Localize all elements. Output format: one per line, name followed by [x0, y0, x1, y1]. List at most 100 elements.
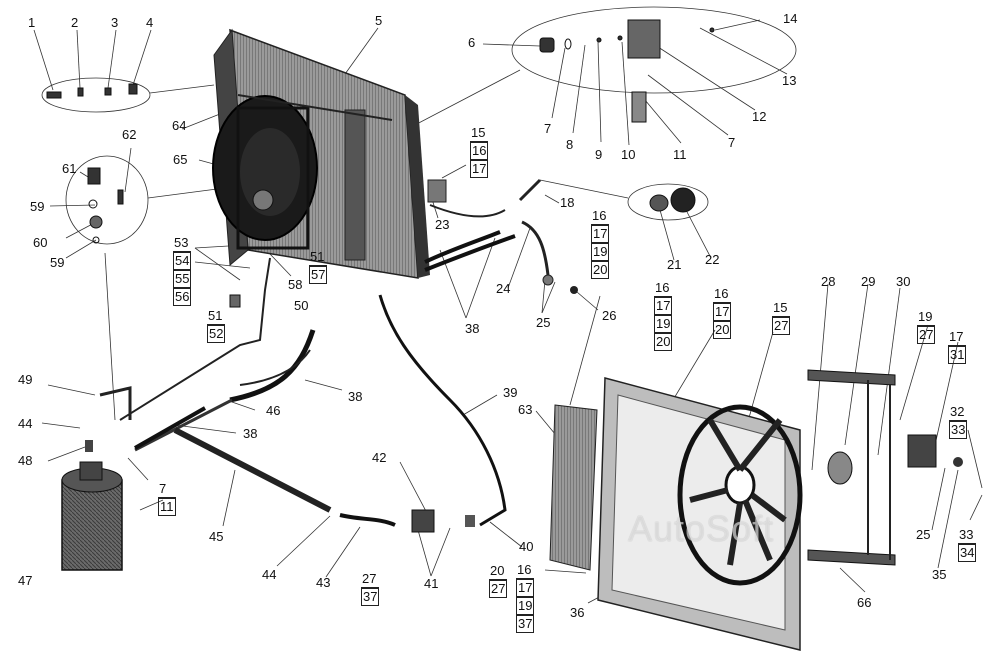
callout-11: 11 — [673, 147, 687, 162]
stack-item: 33 — [958, 527, 977, 544]
stack-32-33: 32 33 — [949, 404, 968, 439]
callout-38-upper: 38 — [465, 321, 480, 336]
callout-5: 5 — [375, 13, 383, 28]
callout-62: 62 — [122, 127, 137, 142]
stack-item: 16 — [591, 208, 610, 225]
stack-item: 27 — [361, 571, 380, 588]
stack-16-17-19-37: 16 17 19 37 — [516, 562, 535, 633]
stack-15-16-17-top: 15 16 17 — [470, 125, 489, 178]
stack-item: 16 — [516, 562, 535, 579]
stack-item: 17 — [591, 225, 610, 243]
callout-40: 40 — [519, 539, 534, 554]
callout-65: 65 — [173, 152, 188, 167]
small-parts — [46, 19, 715, 308]
callout-66: 66 — [857, 595, 872, 610]
callout-59-upper: 59 — [30, 199, 45, 214]
stack-item: 19 — [917, 309, 936, 326]
callout-23: 23 — [435, 217, 450, 232]
callout-38-mid: 38 — [348, 389, 363, 404]
stack-51-57: 51 57 — [309, 249, 328, 284]
stack-item: 31 — [948, 346, 967, 364]
stack-item: 33 — [949, 421, 968, 439]
callout-41: 41 — [424, 576, 439, 591]
stack-20-27: 20 27 — [489, 563, 508, 598]
stack-item: 16 — [470, 142, 489, 160]
callout-25-upper: 25 — [536, 315, 551, 330]
stack-item: 32 — [949, 404, 968, 421]
callout-58: 58 — [288, 277, 303, 292]
callout-61: 61 — [62, 161, 77, 176]
stack-item: 56 — [173, 288, 192, 306]
stack-7-11: 7 11 — [158, 481, 176, 516]
stack-item: 34 — [958, 544, 977, 562]
callout-47: 47 — [18, 573, 33, 588]
callout-6: 6 — [468, 35, 476, 50]
hoses-and-tank — [61, 257, 507, 571]
stack-item: 17 — [713, 303, 732, 321]
stack-16-17-19-20-top: 16 17 19 20 — [591, 208, 610, 279]
callout-8: 8 — [566, 137, 574, 152]
callout-2: 2 — [71, 15, 79, 30]
stack-item: 51 — [309, 249, 328, 266]
stack-item: 19 — [516, 597, 535, 615]
stack-item: 16 — [713, 286, 732, 303]
leader-lines — [33, 6, 983, 604]
stack-17-31: 17 31 — [948, 329, 967, 364]
watermark: AutoSoft — [628, 508, 775, 549]
stack-item: 37 — [361, 588, 380, 606]
callout-35: 35 — [932, 567, 947, 582]
callout-45: 45 — [209, 529, 224, 544]
callout-59-lower: 59 — [50, 255, 65, 270]
callout-25-lower: 25 — [916, 527, 931, 542]
stack-item: 20 — [489, 563, 508, 580]
stack-16-17-19-20-mid: 16 17 19 20 — [654, 280, 673, 351]
callout-9: 9 — [595, 147, 603, 162]
stack-item: 51 — [207, 308, 226, 325]
stack-item: 57 — [309, 266, 328, 284]
stack-16-17-20: 16 17 20 — [713, 286, 732, 339]
stack-item: 55 — [173, 270, 192, 288]
stack-item: 17 — [516, 579, 535, 597]
stack-53-54-55-56: 53 54 55 56 — [173, 235, 192, 306]
callout-18: 18 — [560, 195, 575, 210]
callout-28: 28 — [821, 274, 836, 289]
stack-19-27: 19 27 — [917, 309, 936, 344]
stack-item: 11 — [158, 498, 176, 516]
callout-13: 13 — [782, 73, 797, 88]
callout-30: 30 — [896, 274, 911, 289]
callout-29: 29 — [861, 274, 876, 289]
stack-item: 53 — [173, 235, 192, 252]
stack-15-27: 15 27 — [772, 300, 791, 335]
stack-item: 27 — [917, 326, 936, 344]
callout-12: 12 — [752, 109, 767, 124]
radiator-assembly — [212, 28, 578, 294]
stack-item: 52 — [207, 325, 226, 343]
callout-7-top: 7 — [544, 121, 552, 136]
stack-item: 27 — [772, 317, 791, 335]
callout-43: 43 — [316, 575, 331, 590]
stack-item: 15 — [470, 125, 489, 142]
callout-44-bottom: 44 — [262, 567, 277, 582]
fan-shroud-assembly — [549, 369, 963, 651]
callout-48: 48 — [18, 453, 33, 468]
stack-item: 19 — [654, 315, 673, 333]
stack-item: 7 — [158, 481, 176, 498]
callout-1: 1 — [28, 15, 36, 30]
callout-7-right: 7 — [728, 135, 736, 150]
callout-42: 42 — [372, 450, 387, 465]
stack-item: 16 — [654, 280, 673, 297]
callout-39: 39 — [503, 385, 518, 400]
stack-33-34: 33 34 — [958, 527, 977, 562]
callout-21: 21 — [667, 257, 682, 272]
stack-item: 19 — [591, 243, 610, 261]
stack-item: 17 — [948, 329, 967, 346]
stack-51-52: 51 52 — [207, 308, 226, 343]
callout-14: 14 — [783, 11, 798, 26]
callout-22: 22 — [705, 252, 720, 267]
stack-item: 20 — [654, 333, 673, 351]
stack-item: 54 — [173, 252, 192, 270]
callout-38-lower: 38 — [243, 426, 258, 441]
callout-36: 36 — [570, 605, 585, 620]
callout-60: 60 — [33, 235, 48, 250]
